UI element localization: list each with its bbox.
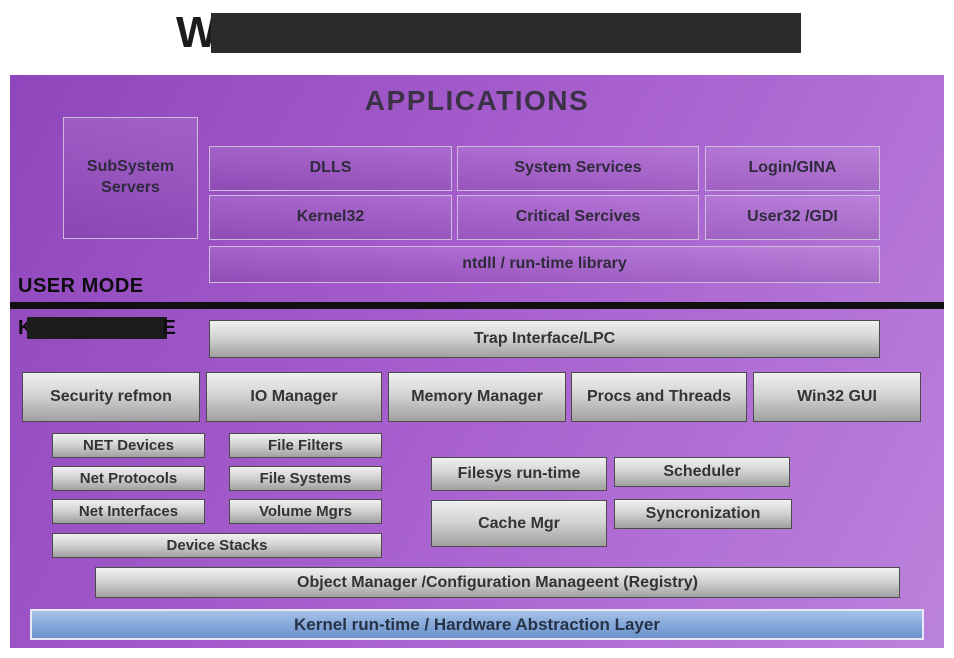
box-dlls: DLLS xyxy=(209,146,452,191)
box-security-refmon: Security refmon xyxy=(22,372,200,422)
kernel-mode-label: K E xyxy=(18,315,176,341)
box-filesys-runtime: Filesys run-time xyxy=(431,457,607,491)
box-win32-gui: Win32 GUI xyxy=(753,372,921,422)
box-net-devices: NET Devices xyxy=(52,433,205,458)
box-object-manager: Object Manager /Configuration Manageent … xyxy=(95,567,900,598)
box-ntdll: ntdll / run-time library xyxy=(209,246,880,283)
box-procs-threads: Procs and Threads xyxy=(571,372,747,422)
box-file-filters: File Filters xyxy=(229,433,382,458)
box-trap-interface: Trap Interface/LPC xyxy=(209,320,880,358)
box-file-systems: File Systems xyxy=(229,466,382,491)
box-login-gina: Login/GINA xyxy=(705,146,880,191)
architecture-diagram: APPLICATIONS SubSystem Servers DLLS Syst… xyxy=(10,75,944,648)
page-title: W xyxy=(176,10,801,56)
mode-divider xyxy=(10,302,944,309)
title-redaction-bar xyxy=(210,13,801,53)
box-subsystem-servers: SubSystem Servers xyxy=(63,117,198,239)
box-memory-manager: Memory Manager xyxy=(388,372,566,422)
box-hal: Kernel run-time / Hardware Abstraction L… xyxy=(30,609,924,640)
kernel-end-letter: E xyxy=(162,317,176,339)
applications-heading: APPLICATIONS xyxy=(364,85,590,116)
box-user32-gdi: User32 /GDI xyxy=(705,195,880,240)
box-device-stacks: Device Stacks xyxy=(52,533,382,558)
box-system-services: System Services xyxy=(457,146,699,191)
box-net-interfaces: Net Interfaces xyxy=(52,499,205,524)
box-syncronization: Syncronization xyxy=(614,499,792,529)
kernel-redaction-bar xyxy=(27,317,168,339)
box-cache-mgr: Cache Mgr xyxy=(431,500,607,547)
box-kernel32: Kernel32 xyxy=(209,195,452,240)
box-volume-mgrs: Volume Mgrs xyxy=(229,499,382,524)
box-net-protocols: Net Protocols xyxy=(52,466,205,491)
box-scheduler: Scheduler xyxy=(614,457,790,487)
box-critical-services: Critical Sercives xyxy=(457,195,699,240)
user-mode-label: USER MODE xyxy=(18,275,144,297)
box-io-manager: IO Manager xyxy=(206,372,382,422)
